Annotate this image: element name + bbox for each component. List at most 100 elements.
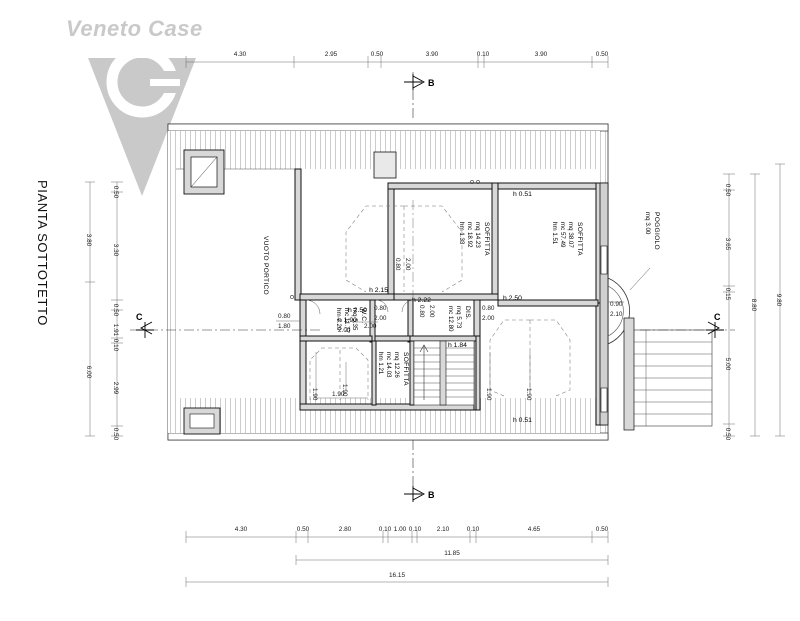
window-right-wall	[600, 245, 608, 275]
svg-text:4.30: 4.30	[235, 526, 248, 533]
svg-text:1.80: 1.80	[278, 323, 291, 330]
room-label-soffitta-2: SOFFITTA mq 38.07 mc 57.49 hm 1.51	[551, 222, 583, 256]
svg-text:2.10: 2.10	[437, 526, 450, 533]
svg-text:0.10: 0.10	[477, 51, 490, 58]
svg-text:0.10: 0.10	[467, 526, 480, 533]
svg-text:VUOTO PORTICO: VUOTO PORTICO	[262, 236, 269, 295]
svg-text:hm 1.33: hm 1.33	[458, 222, 465, 245]
opening-dim-left-door: 0.80 1.80	[276, 313, 300, 330]
height-label-4: h 2.50	[348, 307, 367, 314]
opening-dim-soffitta: 0.80 2.00	[394, 258, 411, 271]
section-marker-b-bottom: B	[404, 486, 435, 502]
svg-text:hm 1.21: hm 1.21	[377, 352, 384, 375]
svg-text:0.80: 0.80	[482, 305, 495, 312]
page-title: PIANTA SOTTOTETTO	[35, 180, 50, 326]
svg-text:3.65: 3.65	[724, 238, 731, 251]
svg-text:0.10: 0.10	[379, 526, 392, 533]
watermark-logo	[88, 46, 196, 196]
svg-text:mc 12.80: mc 12.80	[447, 306, 454, 332]
exterior-wall-right	[599, 182, 609, 426]
svg-text:2.00: 2.00	[374, 315, 387, 322]
dormer-window-top-right	[373, 151, 397, 179]
window-bottom-left	[183, 407, 221, 435]
svg-text:2.80: 2.80	[339, 526, 352, 533]
svg-text:3.90: 3.90	[535, 51, 548, 58]
svg-text:hm 2.20: hm 2.20	[335, 308, 342, 331]
section-marker-c-right: C	[706, 312, 724, 338]
svg-text:0.50: 0.50	[596, 526, 609, 533]
svg-text:0.10: 0.10	[112, 339, 119, 352]
door-swing-arcs	[305, 299, 415, 315]
height-label-2: h 2.22	[412, 297, 431, 304]
svg-text:mq 5.35: mq 5.35	[351, 308, 358, 331]
height-label-5: h 0.51	[513, 191, 532, 198]
svg-text:2.95: 2.95	[325, 51, 338, 58]
svg-text:2.10: 2.10	[610, 311, 623, 318]
room-label-soffitta-1: SOFFITTA mq 14.23 mc 18.92 hm 1.33	[458, 222, 490, 256]
poggiolo-balcony	[607, 277, 630, 345]
svg-text:0.50: 0.50	[297, 526, 310, 533]
dimension-chain-left-totals: 3.80 6.00	[85, 181, 95, 437]
height-label-7: h 1.84	[448, 342, 467, 349]
svg-text:1.91: 1.91	[112, 324, 119, 337]
room-label-dis: DIS. mq 5.73 mc 12.80	[447, 306, 471, 332]
staircase	[413, 340, 475, 406]
height-label-1: h 2.15	[369, 287, 388, 294]
svg-text:1.90: 1.90	[341, 384, 348, 397]
svg-text:2.00: 2.00	[482, 315, 495, 322]
dimension-chain-bottom: 4.30 0.50 2.80 0.10 1.00 0.10 2.10 0.10 …	[185, 526, 609, 587]
roof-slope-bottom	[176, 398, 600, 433]
svg-text:3.80: 3.80	[85, 234, 92, 247]
svg-text:mq 14.23: mq 14.23	[474, 222, 481, 248]
svg-text:mc 18.92: mc 18.92	[466, 222, 473, 248]
svg-text:0.50: 0.50	[112, 428, 119, 441]
svg-text:DIS.: DIS.	[464, 306, 471, 320]
svg-text:0.50: 0.50	[371, 51, 384, 58]
svg-text:mc 57.49: mc 57.49	[559, 222, 566, 248]
svg-text:1.90: 1.90	[311, 388, 318, 401]
opening-dim-dis: 0.80 2.00	[482, 305, 495, 322]
svg-text:B: B	[428, 490, 435, 500]
room-label-vuoto-portico: VUOTO PORTICO	[262, 236, 269, 295]
dimension-chain-left-inner: 0.50 3.30 0.50 1.91 0.10 2.99 0.50	[111, 181, 123, 441]
dimension-chain-top: 4.30 2.95 0.50 3.90 0.10 3.90 0.50	[185, 51, 609, 68]
section-marker-b-top: B	[404, 74, 435, 90]
svg-text:1.00: 1.00	[394, 526, 407, 533]
svg-text:0.80: 0.80	[418, 305, 425, 318]
height-label-8: h 1.90	[338, 317, 357, 324]
svg-text:mc 11.77: mc 11.77	[343, 308, 350, 334]
svg-text:3.30: 3.30	[112, 244, 119, 257]
opening-dim-centre: 0.80 2.00	[418, 305, 435, 318]
svg-text:9.80: 9.80	[775, 294, 782, 307]
room-label-poggiolo: POGGIOLO mq 3.00	[629, 212, 660, 291]
svg-text:0.90: 0.90	[610, 301, 623, 308]
opening-dim-wc-door: 0.80 2.00	[374, 305, 387, 322]
height-label-6: h 0.51	[513, 417, 532, 424]
svg-text:0.50: 0.50	[596, 51, 609, 58]
svg-text:11.85: 11.85	[444, 550, 460, 557]
svg-text:6.00: 6.00	[85, 366, 92, 379]
svg-text:0.50: 0.50	[724, 184, 731, 197]
svg-text:2.00: 2.00	[404, 258, 411, 271]
svg-text:4.30: 4.30	[234, 51, 247, 58]
svg-text:2.99: 2.99	[112, 382, 119, 395]
terrace-decking	[623, 317, 713, 431]
svg-text:0.50: 0.50	[724, 428, 731, 441]
window-right-wall-2	[600, 387, 608, 413]
svg-text:0.10: 0.10	[409, 526, 422, 533]
dormer-window-top-left	[183, 149, 225, 195]
svg-text:mq 5.73: mq 5.73	[455, 306, 462, 329]
svg-text:SOFFITTA: SOFFITTA	[483, 222, 490, 256]
roof-vent-symbols	[290, 180, 480, 299]
svg-text:C: C	[714, 312, 721, 322]
svg-text:0.80: 0.80	[278, 313, 291, 320]
svg-text:1.90: 1.90	[485, 388, 492, 401]
svg-text:0.80: 0.80	[394, 258, 401, 271]
room-label-soffitta-3: SOFFITTA mq 12.26 mc 14.03 hm 1.21	[377, 352, 409, 386]
svg-text:W.C.: W.C.	[360, 308, 367, 324]
svg-text:mq 38.07: mq 38.07	[567, 222, 574, 248]
svg-text:0.50: 0.50	[112, 186, 119, 199]
svg-text:mq 12.26: mq 12.26	[393, 352, 400, 378]
